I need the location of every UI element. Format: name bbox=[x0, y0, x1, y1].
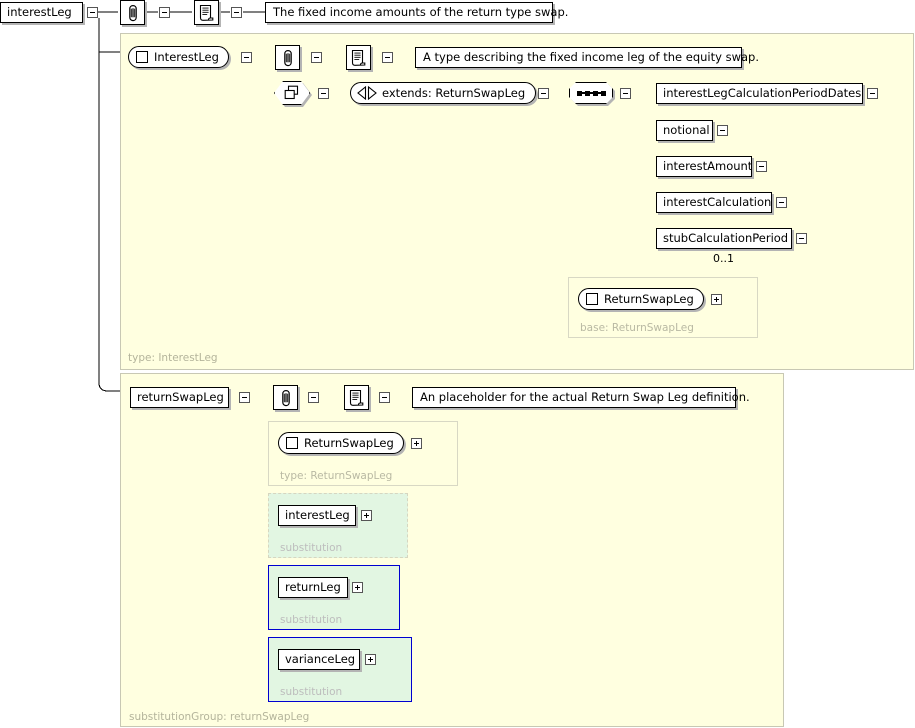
toggle-interest-leg-documentation[interactable] bbox=[382, 52, 393, 63]
type-node-interest-leg-label: InterestLeg bbox=[154, 49, 219, 64]
toggle-root-annotation[interactable] bbox=[159, 7, 170, 18]
occurrence-stub-calculation-period: 0..1 bbox=[713, 252, 734, 265]
paperclip-icon[interactable] bbox=[273, 385, 298, 410]
base-group-caption: base: ReturnSwapLeg bbox=[580, 322, 694, 334]
element-interest-leg-root[interactable]: interestLeg bbox=[0, 2, 83, 23]
square-icon bbox=[286, 437, 298, 449]
toggle-substitution-interest-leg[interactable] bbox=[361, 510, 372, 521]
toggle-interest-calculation[interactable] bbox=[776, 197, 787, 208]
toggle-substitution-variance-leg[interactable] bbox=[365, 654, 376, 665]
extends-node-label: extends: ReturnSwapLeg bbox=[382, 86, 526, 100]
toggle-interest-amount[interactable] bbox=[756, 161, 767, 172]
toggle-type-return-swap-leg[interactable] bbox=[411, 438, 422, 449]
paperclip-icon[interactable] bbox=[120, 0, 145, 25]
base-group-box bbox=[568, 277, 758, 338]
extends-glyph bbox=[357, 86, 377, 100]
toggle-stub-calculation-period[interactable] bbox=[796, 233, 807, 244]
base-node-label: ReturnSwapLeg bbox=[604, 291, 694, 306]
toggle-interest-leg-root[interactable] bbox=[87, 7, 98, 18]
extends-return-swap-leg-node[interactable]: extends: ReturnSwapLeg bbox=[350, 82, 537, 104]
sequence-icon[interactable] bbox=[569, 82, 613, 104]
paperclip-glyph bbox=[128, 4, 137, 21]
type-group-caption: type: ReturnSwapLeg bbox=[280, 470, 393, 482]
toggle-return-swap-leg[interactable] bbox=[239, 392, 250, 403]
documentation-scroll-icon[interactable] bbox=[344, 385, 369, 410]
paperclip-glyph bbox=[283, 49, 292, 66]
toggle-extension[interactable] bbox=[318, 88, 329, 99]
type-node-label: ReturnSwapLeg bbox=[304, 435, 394, 450]
sequence-dots bbox=[576, 90, 606, 96]
type-group-box bbox=[268, 421, 458, 486]
extension-glyph bbox=[284, 85, 299, 100]
toggle-root-documentation[interactable] bbox=[231, 7, 242, 18]
documentation-scroll-icon[interactable] bbox=[346, 45, 371, 70]
paperclip-icon[interactable] bbox=[275, 45, 300, 70]
toggle-sequence[interactable] bbox=[620, 88, 631, 99]
element-stub-calculation-period[interactable]: stubCalculationPeriod bbox=[656, 228, 792, 249]
panel-return-swap-leg bbox=[120, 373, 784, 727]
element-return-swap-leg[interactable]: returnSwapLeg bbox=[130, 387, 229, 408]
element-notional[interactable]: notional bbox=[656, 120, 713, 141]
toggle-interest-leg-type[interactable] bbox=[241, 52, 252, 63]
toggle-return-swap-leg-documentation[interactable] bbox=[379, 392, 390, 403]
element-substitution-return-leg[interactable]: returnLeg bbox=[278, 577, 348, 598]
scroll-glyph bbox=[349, 389, 364, 406]
type-node-return-swap-leg-base[interactable]: ReturnSwapLeg bbox=[578, 288, 704, 310]
substitution-caption-variance-leg: substitution bbox=[280, 686, 343, 698]
toggle-interest-leg-calculation-period-dates[interactable] bbox=[867, 88, 878, 99]
extension-hexagon-icon[interactable] bbox=[274, 81, 310, 105]
toggle-interest-leg-annotation[interactable] bbox=[311, 52, 322, 63]
panel-return-swap-leg-label: substitutionGroup: returnSwapLeg bbox=[129, 711, 310, 723]
substitution-caption-return-leg: substitution bbox=[280, 614, 343, 626]
scroll-glyph bbox=[351, 49, 366, 66]
element-interest-leg-calculation-period-dates[interactable]: interestLegCalculationPeriodDates bbox=[656, 83, 863, 104]
toggle-return-swap-leg-base[interactable] bbox=[711, 294, 722, 305]
element-interest-calculation[interactable]: interestCalculation bbox=[656, 192, 772, 213]
element-substitution-variance-leg[interactable]: varianceLeg bbox=[278, 649, 360, 670]
type-node-interest-leg[interactable]: InterestLeg bbox=[128, 46, 229, 68]
documentation-text-interest-leg: A type describing the fixed income leg o… bbox=[415, 47, 759, 68]
type-node-return-swap-leg[interactable]: ReturnSwapLeg bbox=[278, 432, 404, 454]
toggle-return-swap-leg-annotation[interactable] bbox=[308, 392, 319, 403]
scroll-glyph bbox=[199, 4, 214, 21]
paperclip-glyph bbox=[281, 389, 290, 406]
substitution-caption-interest-leg: substitution bbox=[280, 542, 343, 554]
toggle-substitution-return-leg[interactable] bbox=[352, 582, 363, 593]
element-substitution-interest-leg[interactable]: interestLeg bbox=[278, 505, 356, 526]
toggle-notional[interactable] bbox=[717, 125, 728, 136]
toggle-extends[interactable] bbox=[538, 88, 549, 99]
documentation-text-return-swap-leg: An placeholder for the actual Return Swa… bbox=[412, 387, 750, 408]
square-icon bbox=[136, 51, 148, 63]
element-interest-amount[interactable]: interestAmount bbox=[656, 156, 752, 177]
extends-triangles-icon bbox=[357, 86, 377, 100]
square-icon bbox=[586, 293, 598, 305]
documentation-text-root: The fixed income amounts of the return t… bbox=[265, 2, 568, 23]
documentation-scroll-icon[interactable] bbox=[194, 0, 219, 25]
panel-interest-leg-label: type: InterestLeg bbox=[128, 352, 218, 364]
